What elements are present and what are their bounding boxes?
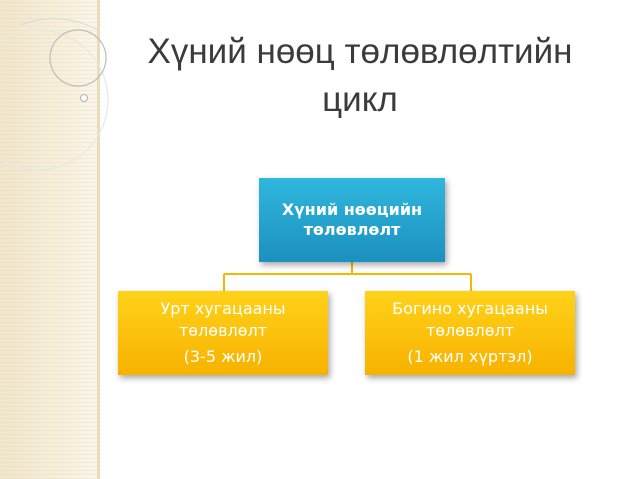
slide-title: Хүний нөөц төлөвлөлтийн цикл: [100, 28, 620, 124]
deco-circle-large: [0, 29, 109, 171]
slide-title-line-2: цикл: [322, 80, 398, 119]
root-node-line-1: Хүний нөөцийн: [281, 200, 423, 219]
deco-arc: [19, 18, 99, 31]
child-node-long-term: Урт хугацааны төлөвлөлт (3-5 жил): [118, 291, 328, 375]
child-left-line-3: (3-5 жил): [183, 347, 263, 366]
slide-title-line-1: Хүний нөөц төлөвлөлтийн: [147, 32, 573, 71]
side-band-edge: [97, 0, 100, 479]
child-right-line-3: (1 жил хүртэл): [407, 347, 533, 366]
root-node-box: Хүний нөөцийн төлөвлөлт: [259, 178, 445, 262]
deco-circle-small: [80, 94, 88, 102]
decorative-side-band: [0, 0, 100, 479]
child-left-line-1: Урт хугацааны: [160, 299, 286, 318]
deco-circle-medium: [49, 29, 107, 87]
child-right-line-1: Богино хугацааны: [392, 299, 548, 318]
child-right-line-2: төлөвлөлт: [425, 321, 515, 340]
child-node-short-term: Богино хугацааны төлөвлөлт (1 жил хүртэл…: [365, 291, 575, 375]
decorative-circles: [0, 18, 109, 171]
child-left-line-2: төлөвлөлт: [178, 321, 268, 340]
root-node-line-2: төлөвлөлт: [303, 220, 401, 239]
